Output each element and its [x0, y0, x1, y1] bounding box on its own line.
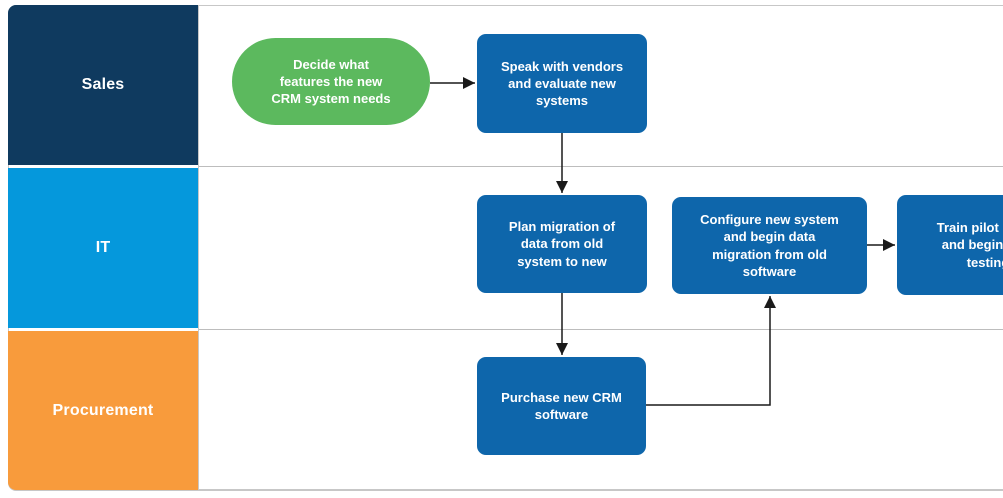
node-label: Purchase new CRM software [501, 389, 622, 422]
lane-label-procurement: Procurement [52, 401, 154, 419]
header-column-separator [198, 5, 199, 491]
node-label: Configure new system and begin data migr… [700, 212, 839, 279]
lane-label-it: IT [95, 239, 111, 256]
lane-separator-it-procurement [199, 329, 1003, 330]
lane-header-procurement[interactable]: Procurement [8, 331, 198, 490]
lane-header-it[interactable]: IT [8, 168, 198, 328]
node-plan-migration[interactable]: Plan migration of data from old system t… [477, 195, 647, 293]
node-train-pilot[interactable]: Train pilot group and begin user testing [897, 195, 1003, 295]
node-label: Train pilot group and begin user testing [936, 220, 1003, 270]
node-label: Speak with vendors and evaluate new syst… [500, 58, 624, 109]
node-purchase-software[interactable]: Purchase new CRM software [477, 357, 646, 455]
lane-separator-sales-it [199, 166, 1003, 167]
node-label: Plan migration of data from old system t… [508, 219, 616, 269]
lane-label-sales: Sales [81, 76, 125, 93]
node-configure-system[interactable]: Configure new system and begin data migr… [672, 197, 867, 294]
node-speak-vendors[interactable]: Speak with vendors and evaluate new syst… [477, 34, 647, 133]
lane-header-sales[interactable]: Sales [8, 5, 198, 165]
node-decide-features[interactable]: Decide what features the new CRM system … [232, 38, 430, 125]
node-label: Decide what features the new CRM system … [271, 56, 391, 107]
